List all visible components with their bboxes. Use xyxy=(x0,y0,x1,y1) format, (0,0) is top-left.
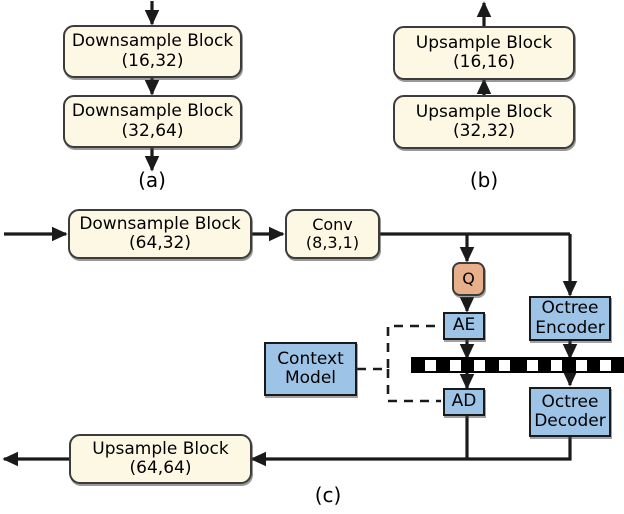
octree-bitstream xyxy=(514,357,624,373)
block-title: Upsample Block xyxy=(415,32,553,53)
quantizer-block[interactable]: Q xyxy=(452,262,485,296)
block-params: (8,3,1) xyxy=(305,233,360,252)
arrow-to-upsample-64-64 xyxy=(250,437,572,467)
upsample-block-32-32[interactable]: Upsample Block (32,32) xyxy=(393,95,575,149)
arithmetic-encoder-block[interactable]: AE xyxy=(443,312,485,340)
block-title: Q xyxy=(462,269,475,289)
feature-bitstream xyxy=(411,357,524,373)
block-subtitle: Model xyxy=(284,368,337,388)
octree-encoder-block[interactable]: Octree Encoder xyxy=(529,296,611,341)
arithmetic-decoder-block[interactable]: AD xyxy=(443,388,485,416)
panel-label-a: (a) xyxy=(138,168,166,192)
bitstream-cell xyxy=(424,359,436,371)
block-params: (16,16) xyxy=(453,52,515,72)
downsample-block-16-32[interactable]: Downsample Block (16,32) xyxy=(63,25,242,78)
dashed-context-to-ad xyxy=(386,369,441,403)
block-title: Context xyxy=(277,348,344,369)
block-params: (16,32) xyxy=(121,50,184,71)
panel-label-c: (c) xyxy=(314,483,342,507)
upsample-block-64-64[interactable]: Upsample Block (64,64) xyxy=(69,434,252,484)
bitstream-cell xyxy=(527,359,539,371)
bitstream-cell xyxy=(575,359,587,371)
block-params: (64,64) xyxy=(129,458,192,478)
block-title: Downsample Block xyxy=(79,213,241,234)
block-params: (32,32) xyxy=(453,121,515,141)
bitstream-cell xyxy=(551,359,563,371)
block-title: Octree xyxy=(541,391,599,412)
downsample-block-32-64[interactable]: Downsample Block (32,64) xyxy=(63,95,242,148)
bitstream-cell xyxy=(474,359,486,371)
block-title: Downsample Block xyxy=(71,101,234,122)
bitstream-cell xyxy=(499,359,511,371)
octree-decoder-block[interactable]: Octree Decoder xyxy=(529,387,611,437)
panel-label-b: (b) xyxy=(469,168,499,192)
conv-block[interactable]: Conv (8,3,1) xyxy=(285,209,380,259)
block-params: (64,32) xyxy=(129,233,191,253)
context-model-block[interactable]: Context Model xyxy=(264,342,357,396)
block-title: Upsample Block xyxy=(92,438,229,459)
dashed-context-to-ae xyxy=(357,324,441,371)
block-params: (32,64) xyxy=(121,120,184,141)
block-subtitle: Decoder xyxy=(534,411,606,431)
block-title: Octree xyxy=(541,298,599,319)
bitstream-cell xyxy=(599,359,611,371)
block-title: Upsample Block xyxy=(415,101,553,122)
block-subtitle: Encoder xyxy=(535,317,605,338)
bitstream-cell xyxy=(449,359,461,371)
block-title: Conv xyxy=(312,215,353,235)
block-title: AD xyxy=(451,391,477,412)
downsample-block-64-32[interactable]: Downsample Block (64,32) xyxy=(68,209,252,259)
block-title: Downsample Block xyxy=(71,31,234,52)
upsample-block-16-16[interactable]: Upsample Block (16,16) xyxy=(393,26,575,80)
block-title: AE xyxy=(452,315,476,336)
